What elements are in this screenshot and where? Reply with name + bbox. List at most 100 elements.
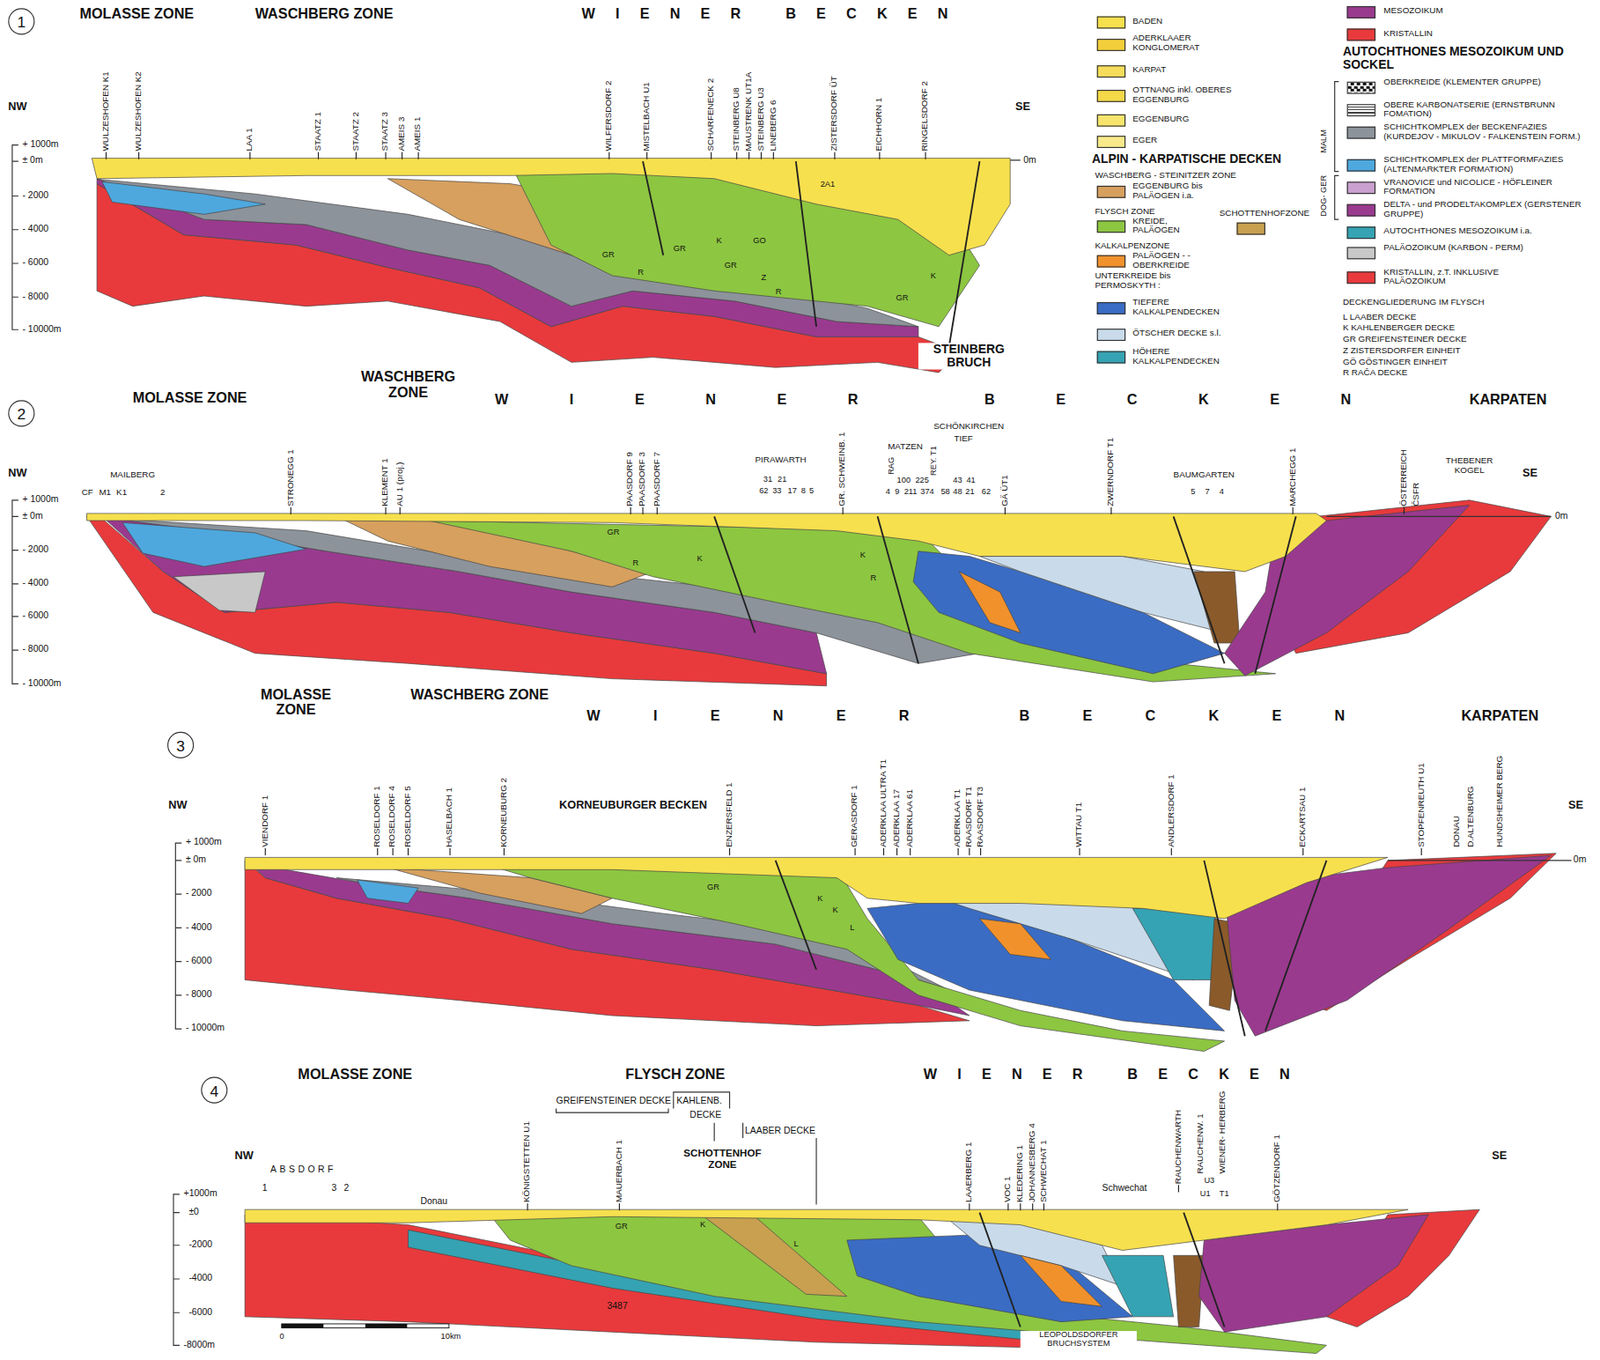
fault — [979, 1212, 1020, 1328]
label: ČSFR — [1411, 482, 1422, 507]
well-name: ADERKLAA T1 — [953, 788, 964, 848]
fault — [642, 161, 664, 256]
well-name: EICHHORN 1 — [874, 97, 885, 152]
legend-swatch — [1097, 16, 1126, 30]
label: 3 — [331, 1183, 338, 1194]
well-tick — [1302, 847, 1304, 856]
well-tick — [407, 847, 409, 856]
legend-text: TIEFERE KALKALPENDECKEN — [1132, 297, 1235, 318]
scale-bar — [281, 1323, 450, 1328]
label: K — [696, 554, 702, 564]
legend-text: ADERKLAAER KONGLOMERAT — [1132, 33, 1230, 53]
label: MALM — [1319, 129, 1329, 154]
well-name: ZISTERSDORF ÜT — [829, 75, 840, 151]
label: 7 — [1205, 487, 1210, 497]
well-name: GÄ ÜT1 — [1000, 474, 1011, 507]
label: 48 — [952, 487, 962, 497]
well-tick — [527, 1202, 529, 1210]
surface-line — [1010, 160, 1571, 861]
label: - 4000 — [185, 922, 213, 933]
zone-title: WASCHBERG ZONE — [255, 6, 394, 23]
label: - 4000 — [22, 578, 49, 589]
label: GR — [707, 884, 720, 893]
label: -8000m — [184, 1340, 215, 1350]
legend-text: HÖHERE KALKALPENDECKEN — [1132, 346, 1235, 367]
label: 8 — [801, 486, 806, 496]
well-name: MAUSTRENK UT1A — [744, 72, 754, 152]
label: ± 0m — [22, 155, 43, 166]
well-tick — [418, 152, 420, 160]
well-name: WULZESHOFEN K1 — [101, 71, 111, 151]
label: GR GREIFENSTEINER DECKE — [1342, 334, 1468, 345]
well-name: JOHANNESBERG 4 — [1027, 1122, 1038, 1202]
legend-text: AUTOCHTHONES MESOZOIKUM i.a. — [1383, 226, 1588, 236]
well-tick — [1421, 847, 1423, 856]
label: 31 — [763, 475, 773, 485]
legend-swatch — [1097, 351, 1126, 364]
label: REY. T1 — [929, 445, 938, 476]
well-name: KLEDERING 1 — [1015, 1144, 1025, 1202]
label: RAG — [887, 457, 897, 475]
well-name: ZWERNDORF T1 — [1106, 437, 1117, 507]
legend-swatch — [1347, 226, 1376, 239]
label: U3 — [1203, 1176, 1215, 1186]
legend-swatch — [1097, 185, 1126, 199]
legend-swatch — [1097, 220, 1126, 233]
well-tick — [1019, 1202, 1021, 1210]
legend-text: EGGENBURG — [1132, 114, 1286, 125]
well-tick — [1004, 507, 1006, 515]
label: ABSDORF — [270, 1164, 337, 1175]
well-name: STAATZ 1 — [313, 111, 324, 152]
zone-title: MOLASSE ZONE — [132, 390, 248, 406]
label: GO — [752, 236, 766, 246]
label: 33 — [772, 486, 782, 496]
label: + 1000m — [185, 837, 222, 848]
legend-swatch — [1097, 65, 1126, 78]
legend-text: KARPAT — [1132, 65, 1286, 75]
well-tick — [619, 1202, 620, 1210]
palaeozoic — [173, 571, 266, 612]
legend-swatch — [1347, 159, 1376, 172]
fault — [796, 161, 817, 327]
label: DECKE — [689, 1110, 722, 1121]
zone-title: MOLASSE ZONE — [239, 686, 352, 719]
well-name: ADERKLAA 17 — [892, 788, 902, 848]
well-name: ECKARTSAU 1 — [1297, 787, 1308, 848]
well-name: KÖNIGSTETTEN U1 — [523, 1120, 533, 1202]
well-tick — [760, 152, 762, 160]
label: -4000 — [188, 1273, 213, 1283]
well-tick — [399, 507, 401, 515]
well-name: ÖSTERREICH — [1399, 449, 1409, 507]
well-tick — [909, 847, 911, 856]
label: - 2000 — [185, 888, 213, 899]
label: L — [794, 1239, 799, 1249]
well-name: GÖTZENDORF 1 — [1272, 1134, 1283, 1202]
legend-text: ÖTSCHER DECKE s.l. — [1132, 328, 1255, 339]
well-name: RAASDORF T3 — [975, 786, 986, 848]
depth-axis — [12, 145, 19, 331]
label: GÖ GÖSTINGER EINHEIT — [1342, 357, 1448, 368]
label: WIENER- HERBERG — [1217, 1090, 1228, 1173]
palaeogene-upper-cretaceous — [979, 918, 1051, 959]
label: D.ALTENBURG — [1467, 785, 1477, 847]
well-tick — [317, 152, 319, 160]
well-tick — [854, 847, 856, 856]
well-tick — [729, 847, 730, 856]
well-tick — [1292, 507, 1294, 515]
schottenhof-zone — [704, 1216, 848, 1296]
label: MAILBERG — [110, 470, 155, 480]
well-name: ENZERSFELD 1 — [724, 781, 735, 847]
well-tick — [883, 847, 885, 856]
label: + 1000m — [22, 494, 59, 505]
well-tick — [249, 152, 251, 160]
neogene-fill — [244, 1209, 1409, 1250]
label: R — [870, 574, 877, 583]
legend-swatch — [1347, 181, 1376, 194]
well-name: KORNEUBURG 2 — [499, 777, 509, 848]
label: 17 — [788, 486, 797, 496]
fault — [1173, 516, 1225, 664]
label: 62 — [759, 486, 768, 496]
legend-swatch — [1097, 328, 1126, 341]
legend-text: BADEN — [1132, 16, 1286, 27]
well-tick — [392, 847, 394, 856]
